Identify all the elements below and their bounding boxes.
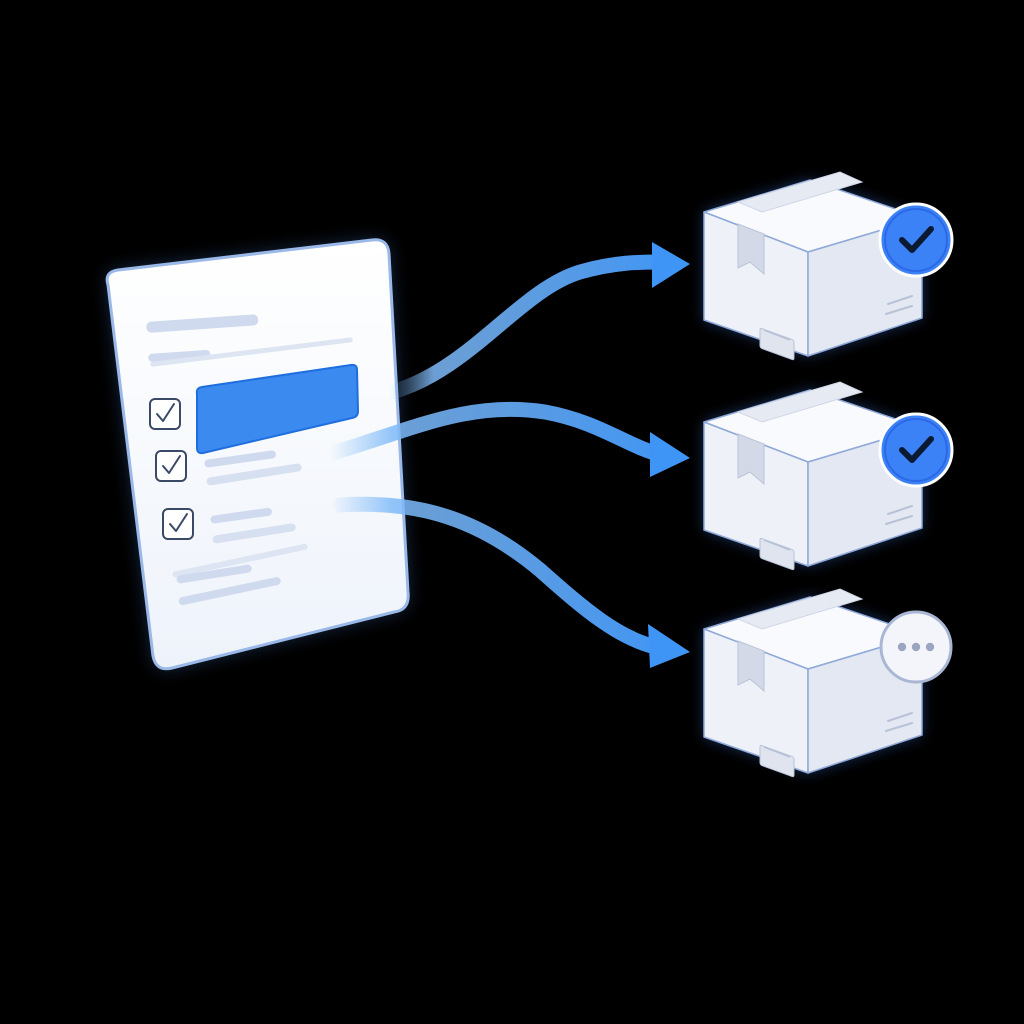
flow-arrow-icon [384,242,690,400]
package-side-marks [885,295,913,315]
flow-arrows [328,242,690,668]
checklist-item [162,507,296,544]
checklist-text-line [212,523,296,544]
checkbox-checked-icon [155,450,187,482]
ellipsis-dot [897,642,907,652]
package-label [759,327,795,361]
document-subtitle-line [148,349,211,362]
flow-arrow-icon [328,401,690,477]
package-label [759,744,795,778]
package-tape [736,381,864,423]
ellipsis-dot [911,642,921,652]
ellipsis-badge-icon [879,610,953,684]
package-tape-front [737,433,765,486]
package-list [703,171,954,778]
checkmark-icon [169,513,188,532]
package-tape-front [737,640,765,693]
checkmark-icon [162,455,181,474]
checklist-text-line [210,507,272,524]
document-footer-line [176,564,252,584]
checkmark-badge-icon [878,202,954,278]
ellipsis-dot [925,642,935,652]
checklist-item [155,450,302,486]
checkbox-checked-icon [149,398,181,430]
package-tape [736,588,864,630]
package-label-line [763,746,791,758]
checkmark-badge-icon [878,412,954,488]
package-box-icon [703,381,923,571]
package-label-line [763,329,791,341]
document-divider-line [150,337,353,367]
document-footer-line [172,543,308,578]
checklist-item [149,363,360,455]
document-footer-line [178,577,281,606]
checkbox-checked-icon [162,508,194,540]
checklist-document-icon [105,238,410,671]
badge-circle [878,412,954,488]
checkmark-icon [156,403,175,422]
document-title-line [146,314,259,333]
package-box-icon [703,588,923,778]
badge-ring [884,418,948,482]
package-label-line [763,539,791,551]
badge-circle [878,202,954,278]
flow-arrow-icon [332,496,690,668]
checklist-text-line [204,450,276,468]
highlighted-field [195,363,360,455]
package-tape-front [737,223,765,276]
checkmark-icon [899,436,934,463]
package-label [759,537,795,571]
badge-ring [884,208,948,272]
package-tape [736,171,864,213]
package-side-marks [885,712,913,732]
checkmark-icon [899,226,934,253]
package-side-marks [885,505,913,525]
checklist-text-line [206,463,302,486]
